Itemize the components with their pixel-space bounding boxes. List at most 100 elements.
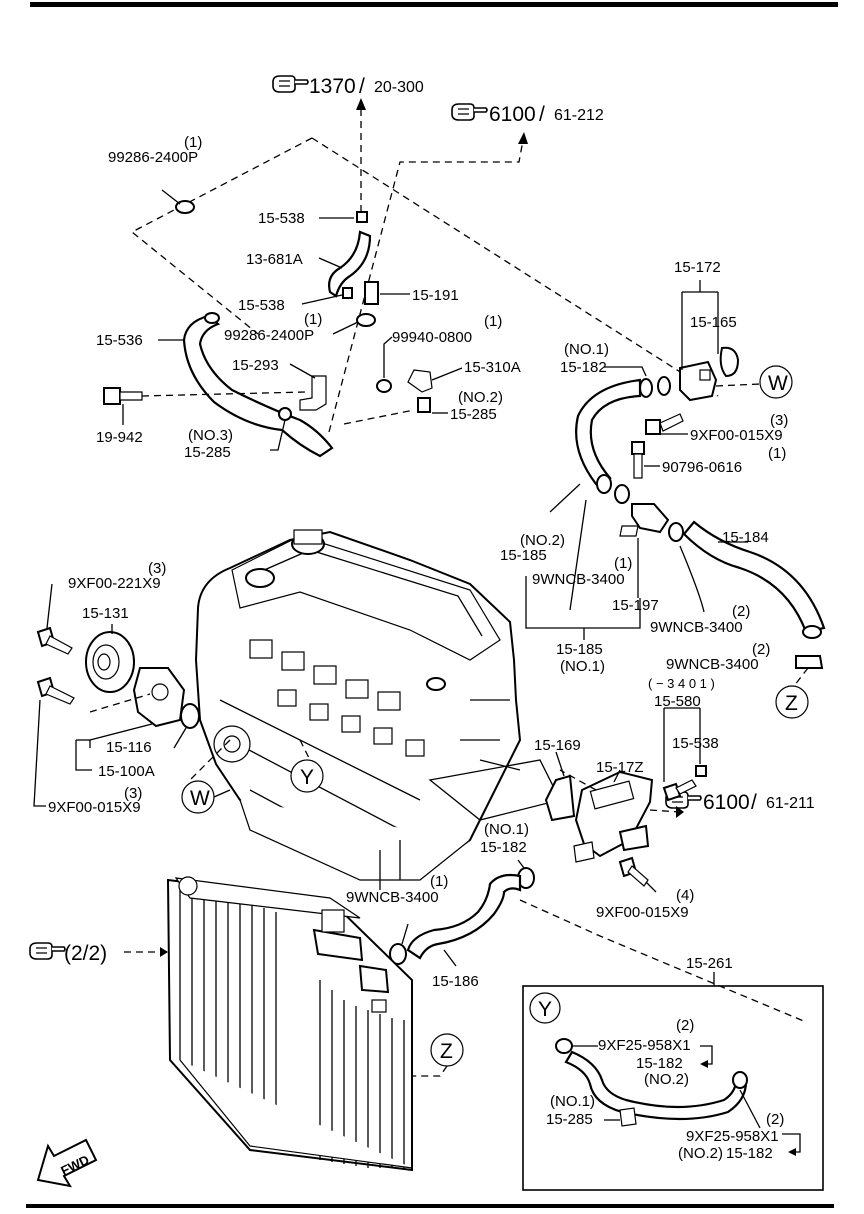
ref-6100-211-main: 6100 — [703, 791, 750, 814]
svg-text:( − 3 4 0 1 ): ( − 3 4 0 1 ) — [648, 676, 715, 691]
svg-text:(3): (3) — [148, 560, 166, 577]
label-15-538: 15-538 — [258, 210, 305, 227]
label-9WNCB-3400: 9WNCB-3400 — [532, 571, 625, 588]
label-15-310A: 15-310A — [464, 359, 521, 376]
svg-text:(2): (2) — [732, 603, 750, 620]
ref-2-2[interactable]: (2/2) — [29, 942, 168, 965]
svg-text:(1): (1) — [614, 555, 632, 572]
svg-text:/: / — [539, 103, 545, 126]
marker-y: Y — [538, 998, 552, 1021]
svg-text:(1): (1) — [768, 445, 786, 462]
label-15-538: 15-538 — [672, 735, 719, 752]
svg-text:(1): (1) — [430, 873, 448, 890]
pointing-hand-icon — [451, 103, 488, 121]
svg-text:(NO.1): (NO.1) — [564, 341, 609, 358]
label-15-131: 15-131 — [82, 605, 129, 622]
marker-z: Z — [785, 692, 798, 715]
label-15-165: 15-165 — [690, 314, 737, 331]
svg-text:(3): (3) — [124, 785, 142, 802]
svg-text:/: / — [359, 75, 365, 98]
svg-text:(1): (1) — [484, 313, 502, 330]
label-19-942: 19-942 — [96, 429, 143, 446]
ref-6100-211[interactable]: 6100 / 61-211 — [665, 791, 815, 814]
svg-text:(2): (2) — [766, 1111, 784, 1128]
label-9XF00-015X9: 9XF00-015X9 — [690, 427, 783, 444]
svg-text:(1): (1) — [304, 311, 322, 328]
ref-1370-sub: 20-300 — [374, 79, 424, 96]
label-15-169: 15-169 — [534, 737, 581, 754]
ref-1370-main: 1370 — [309, 75, 356, 98]
marker-z: Z — [440, 1040, 453, 1063]
ref-6100-212[interactable]: 6100 / 61-212 — [451, 103, 604, 126]
label-99286-2400P: 99286-2400P — [224, 327, 314, 344]
bottom-border — [26, 1204, 834, 1208]
svg-text:(NO.1): (NO.1) — [550, 1093, 595, 1110]
label-9XF00-015X9: 9XF00-015X9 — [48, 799, 141, 816]
label-15-182: 15-182 — [560, 359, 607, 376]
marker-w: W — [190, 787, 210, 810]
label-15-580: 15-580 — [654, 693, 701, 710]
pointing-hand-icon — [272, 75, 309, 93]
label-15-172: 15-172 — [674, 259, 721, 276]
ref-1370[interactable]: 1370 / 20-300 — [272, 75, 424, 98]
location-markers: W W Y Y Z Z — [190, 372, 798, 1063]
svg-text:(1): (1) — [184, 134, 202, 151]
svg-text:(NO.2): (NO.2) — [678, 1145, 723, 1162]
forward-arrow-icon: FWD — [36, 1138, 98, 1188]
label-15-17Z: 15-17Z — [596, 759, 644, 776]
label-15-538: 15-538 — [238, 297, 285, 314]
label-15-186: 15-186 — [432, 973, 479, 990]
ref-2-2-main: (2/2) — [64, 942, 107, 965]
marker-w: W — [768, 372, 788, 395]
top-border — [30, 2, 838, 7]
label-90796-0616: 90796-0616 — [662, 459, 742, 476]
label-9XF00-221X9: 9XF00-221X9 — [68, 575, 161, 592]
svg-text:(NO.1): (NO.1) — [560, 658, 605, 675]
label-15-293: 15-293 — [232, 357, 279, 374]
label-99940-0800: 99940-0800 — [392, 329, 472, 346]
part-labels: (1) 99286-2400P 15-538 13-681A 15-538 15… — [48, 134, 788, 1162]
svg-text:(2): (2) — [752, 641, 770, 658]
pointing-hand-icon — [29, 942, 66, 960]
engine-block — [189, 529, 561, 890]
label-15-197: 15-197 — [612, 597, 659, 614]
svg-text:/: / — [751, 791, 757, 814]
label-13-681A: 13-681A — [246, 251, 303, 268]
label-15-185: 15-185 — [556, 641, 603, 658]
svg-text:(NO.2): (NO.2) — [520, 532, 565, 549]
label-15-185: 15-185 — [500, 547, 547, 564]
label-15-182: 15-182 — [726, 1145, 773, 1162]
label-15-285: 15-285 — [450, 406, 497, 423]
svg-text:(2): (2) — [676, 1017, 694, 1034]
label-15-116: 15-116 — [106, 739, 152, 756]
inset-15-261 — [522, 985, 824, 1191]
svg-text:(3): (3) — [770, 412, 788, 429]
ref-6100-212-main: 6100 — [489, 103, 536, 126]
label-9XF00-015X9: 9XF00-015X9 — [596, 904, 689, 921]
marker-y: Y — [300, 766, 314, 789]
label-15-182: 15-182 — [480, 839, 527, 856]
label-99286-2400P: 99286-2400P — [108, 149, 198, 166]
svg-text:(NO.2): (NO.2) — [458, 389, 503, 406]
label-15-184: 15-184 — [722, 529, 769, 546]
label-15-536: 15-536 — [96, 332, 143, 349]
svg-text:(NO.3): (NO.3) — [188, 427, 233, 444]
svg-text:(4): (4) — [676, 887, 694, 904]
label-15-261: 15-261 — [686, 955, 733, 972]
ref-6100-211-sub: 61-211 — [766, 795, 815, 812]
svg-text:(NO.2): (NO.2) — [644, 1071, 689, 1088]
label-15-191: 15-191 — [412, 287, 459, 304]
label-9XF25-958X1: 9XF25-958X1 — [686, 1128, 779, 1145]
label-9WNCB-3400: 9WNCB-3400 — [666, 656, 759, 673]
radiator — [166, 876, 413, 1172]
label-9WNCB-3400: 9WNCB-3400 — [346, 889, 439, 906]
svg-text:(NO.1): (NO.1) — [484, 821, 529, 838]
label-15-182: 15-182 — [636, 1055, 683, 1072]
label-15-285: 15-285 — [546, 1111, 593, 1128]
label-15-285: 15-285 — [184, 444, 231, 461]
label-9XF25-958X1: 9XF25-958X1 — [598, 1037, 691, 1054]
ref-6100-212-sub: 61-212 — [554, 107, 604, 124]
label-9WNCB-3400: 9WNCB-3400 — [650, 619, 743, 636]
label-15-100A: 15-100A — [98, 763, 155, 780]
